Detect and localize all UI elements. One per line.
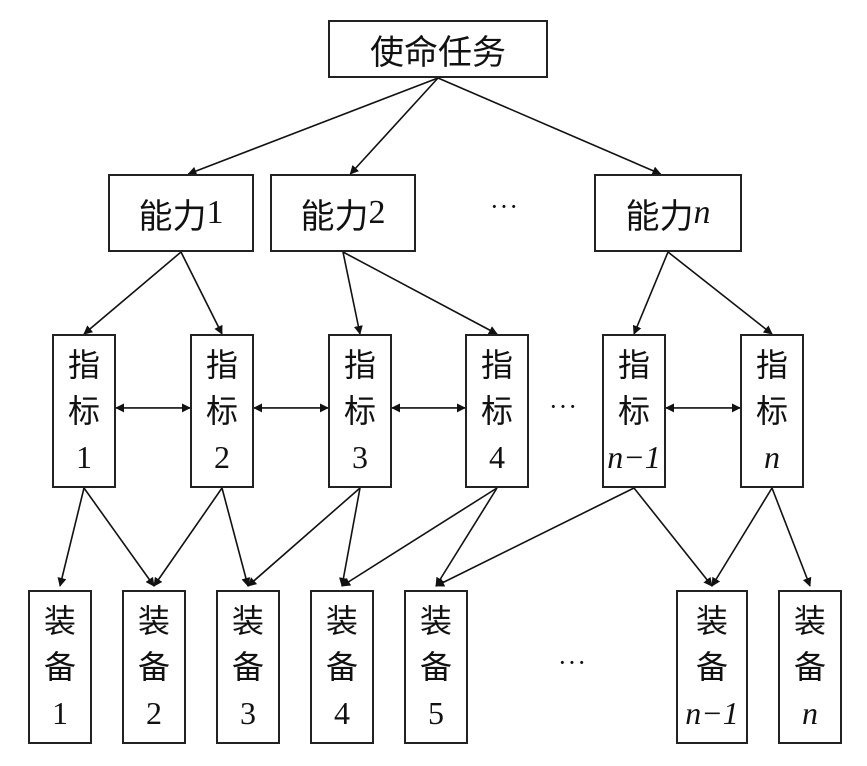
equipment-ellipsis: ··· — [558, 648, 587, 677]
capability-to-indicator-arrow — [342, 251, 498, 335]
indicator-to-equipment-arrow — [341, 487, 498, 587]
equipment-number: 3 — [240, 695, 256, 731]
equipment-char-2: 备 — [793, 649, 826, 685]
indicator-to-equipment-arrow — [247, 487, 361, 587]
equipment-number: 1 — [52, 695, 68, 731]
mission-task-label: 使命任务 — [370, 34, 506, 72]
equipment-box-3: 装 备 3 — [216, 590, 280, 744]
equipment-char-1: 装 — [137, 603, 170, 639]
equipment-char-2: 备 — [695, 649, 728, 685]
equipment-box-2: 装 备 2 — [122, 590, 186, 744]
indicator-to-equipment-arrow — [83, 487, 155, 587]
capability-to-indicator-arrow — [83, 251, 182, 335]
mission-to-capability-arrow — [187, 77, 439, 176]
indicator-to-equipment-arrow — [711, 487, 773, 587]
capability-to-indicator-arrow — [342, 251, 363, 335]
indicator-to-equipment-arrow — [221, 487, 251, 587]
equipment-char-2: 备 — [325, 649, 358, 685]
indicator-number: n — [764, 439, 780, 475]
indicator-box-n-minus-1: 指 标 n−1 — [602, 334, 666, 488]
indicator-to-equipment-arrow — [339, 487, 361, 587]
equipment-char-2: 备 — [231, 649, 264, 685]
capability-to-indicator-arrow — [667, 251, 773, 335]
indicator-number: 3 — [352, 439, 368, 475]
equipment-number: 5 — [428, 695, 444, 731]
equipment-char-1: 装 — [231, 603, 264, 639]
equipment-char-2: 备 — [137, 649, 170, 685]
capability-prefix: 能力 — [300, 198, 369, 236]
indicator-char-1: 指 — [480, 347, 513, 383]
indicator-to-equipment-arrow — [633, 487, 713, 587]
equipment-char-2: 备 — [43, 649, 76, 685]
indicator-number: 4 — [489, 439, 505, 475]
capability-number: 2 — [368, 194, 386, 231]
mission-to-capability-arrow — [349, 77, 439, 175]
equipment-box-1: 装 备 1 — [28, 590, 92, 744]
indicator-char-1: 指 — [755, 347, 788, 383]
capability-number: n — [693, 194, 711, 231]
equipment-number: n — [802, 695, 818, 731]
equipment-number: n−1 — [685, 695, 739, 731]
indicator-ellipsis: ··· — [549, 392, 578, 421]
indicator-char-2: 标 — [205, 393, 238, 429]
indicator-number: n−1 — [607, 439, 661, 475]
indicator-char-1: 指 — [67, 347, 100, 383]
equipment-box-n-minus-1: 装 备 n−1 — [676, 590, 748, 744]
indicator-to-equipment-arrow — [435, 487, 635, 587]
equipment-char-1: 装 — [793, 603, 826, 639]
capability-to-indicator-arrow — [180, 251, 223, 335]
indicator-char-1: 指 — [617, 347, 650, 383]
equipment-number: 2 — [146, 695, 162, 731]
indicator-char-2: 标 — [343, 393, 376, 429]
equipment-box-n: 装 备 n — [778, 590, 842, 744]
indicator-box-4: 指 标 4 — [465, 334, 529, 488]
indicator-char-1: 指 — [343, 347, 376, 383]
capability-prefix: 能力 — [138, 198, 207, 236]
capability-number: 1 — [206, 194, 224, 231]
indicator-to-equipment-arrow — [153, 487, 223, 587]
equipment-number: 4 — [334, 695, 350, 731]
indicator-to-equipment-arrow — [57, 487, 85, 587]
equipment-box-4: 装 备 4 — [310, 590, 374, 744]
equipment-char-2: 备 — [419, 649, 452, 685]
capability-ellipsis: ··· — [490, 192, 519, 221]
indicator-box-n: 指 标 n — [740, 334, 804, 488]
indicator-char-2: 标 — [617, 393, 650, 429]
equipment-char-1: 装 — [695, 603, 728, 639]
equipment-char-1: 装 — [419, 603, 452, 639]
indicator-to-equipment-arrow — [435, 487, 498, 587]
capability-prefix: 能力 — [625, 198, 694, 236]
indicator-to-equipment-arrow — [771, 487, 812, 587]
equipment-box-5: 装 备 5 — [404, 590, 468, 744]
indicator-box-3: 指 标 3 — [328, 334, 392, 488]
indicator-char-2: 标 — [480, 393, 513, 429]
equipment-char-1: 装 — [325, 603, 358, 639]
indicator-box-2: 指 标 2 — [190, 334, 254, 488]
equipment-char-1: 装 — [43, 603, 76, 639]
indicator-char-2: 标 — [755, 393, 788, 429]
indicator-number: 1 — [76, 439, 92, 475]
indicator-char-2: 标 — [67, 393, 100, 429]
indicator-char-1: 指 — [205, 347, 238, 383]
indicator-number: 2 — [214, 439, 230, 475]
indicator-box-1: 指 标 1 — [52, 334, 116, 488]
capability-to-indicator-arrow — [632, 251, 669, 335]
mission-to-capability-arrow — [437, 77, 662, 175]
mission-task-box: 使命任务 — [328, 20, 548, 78]
